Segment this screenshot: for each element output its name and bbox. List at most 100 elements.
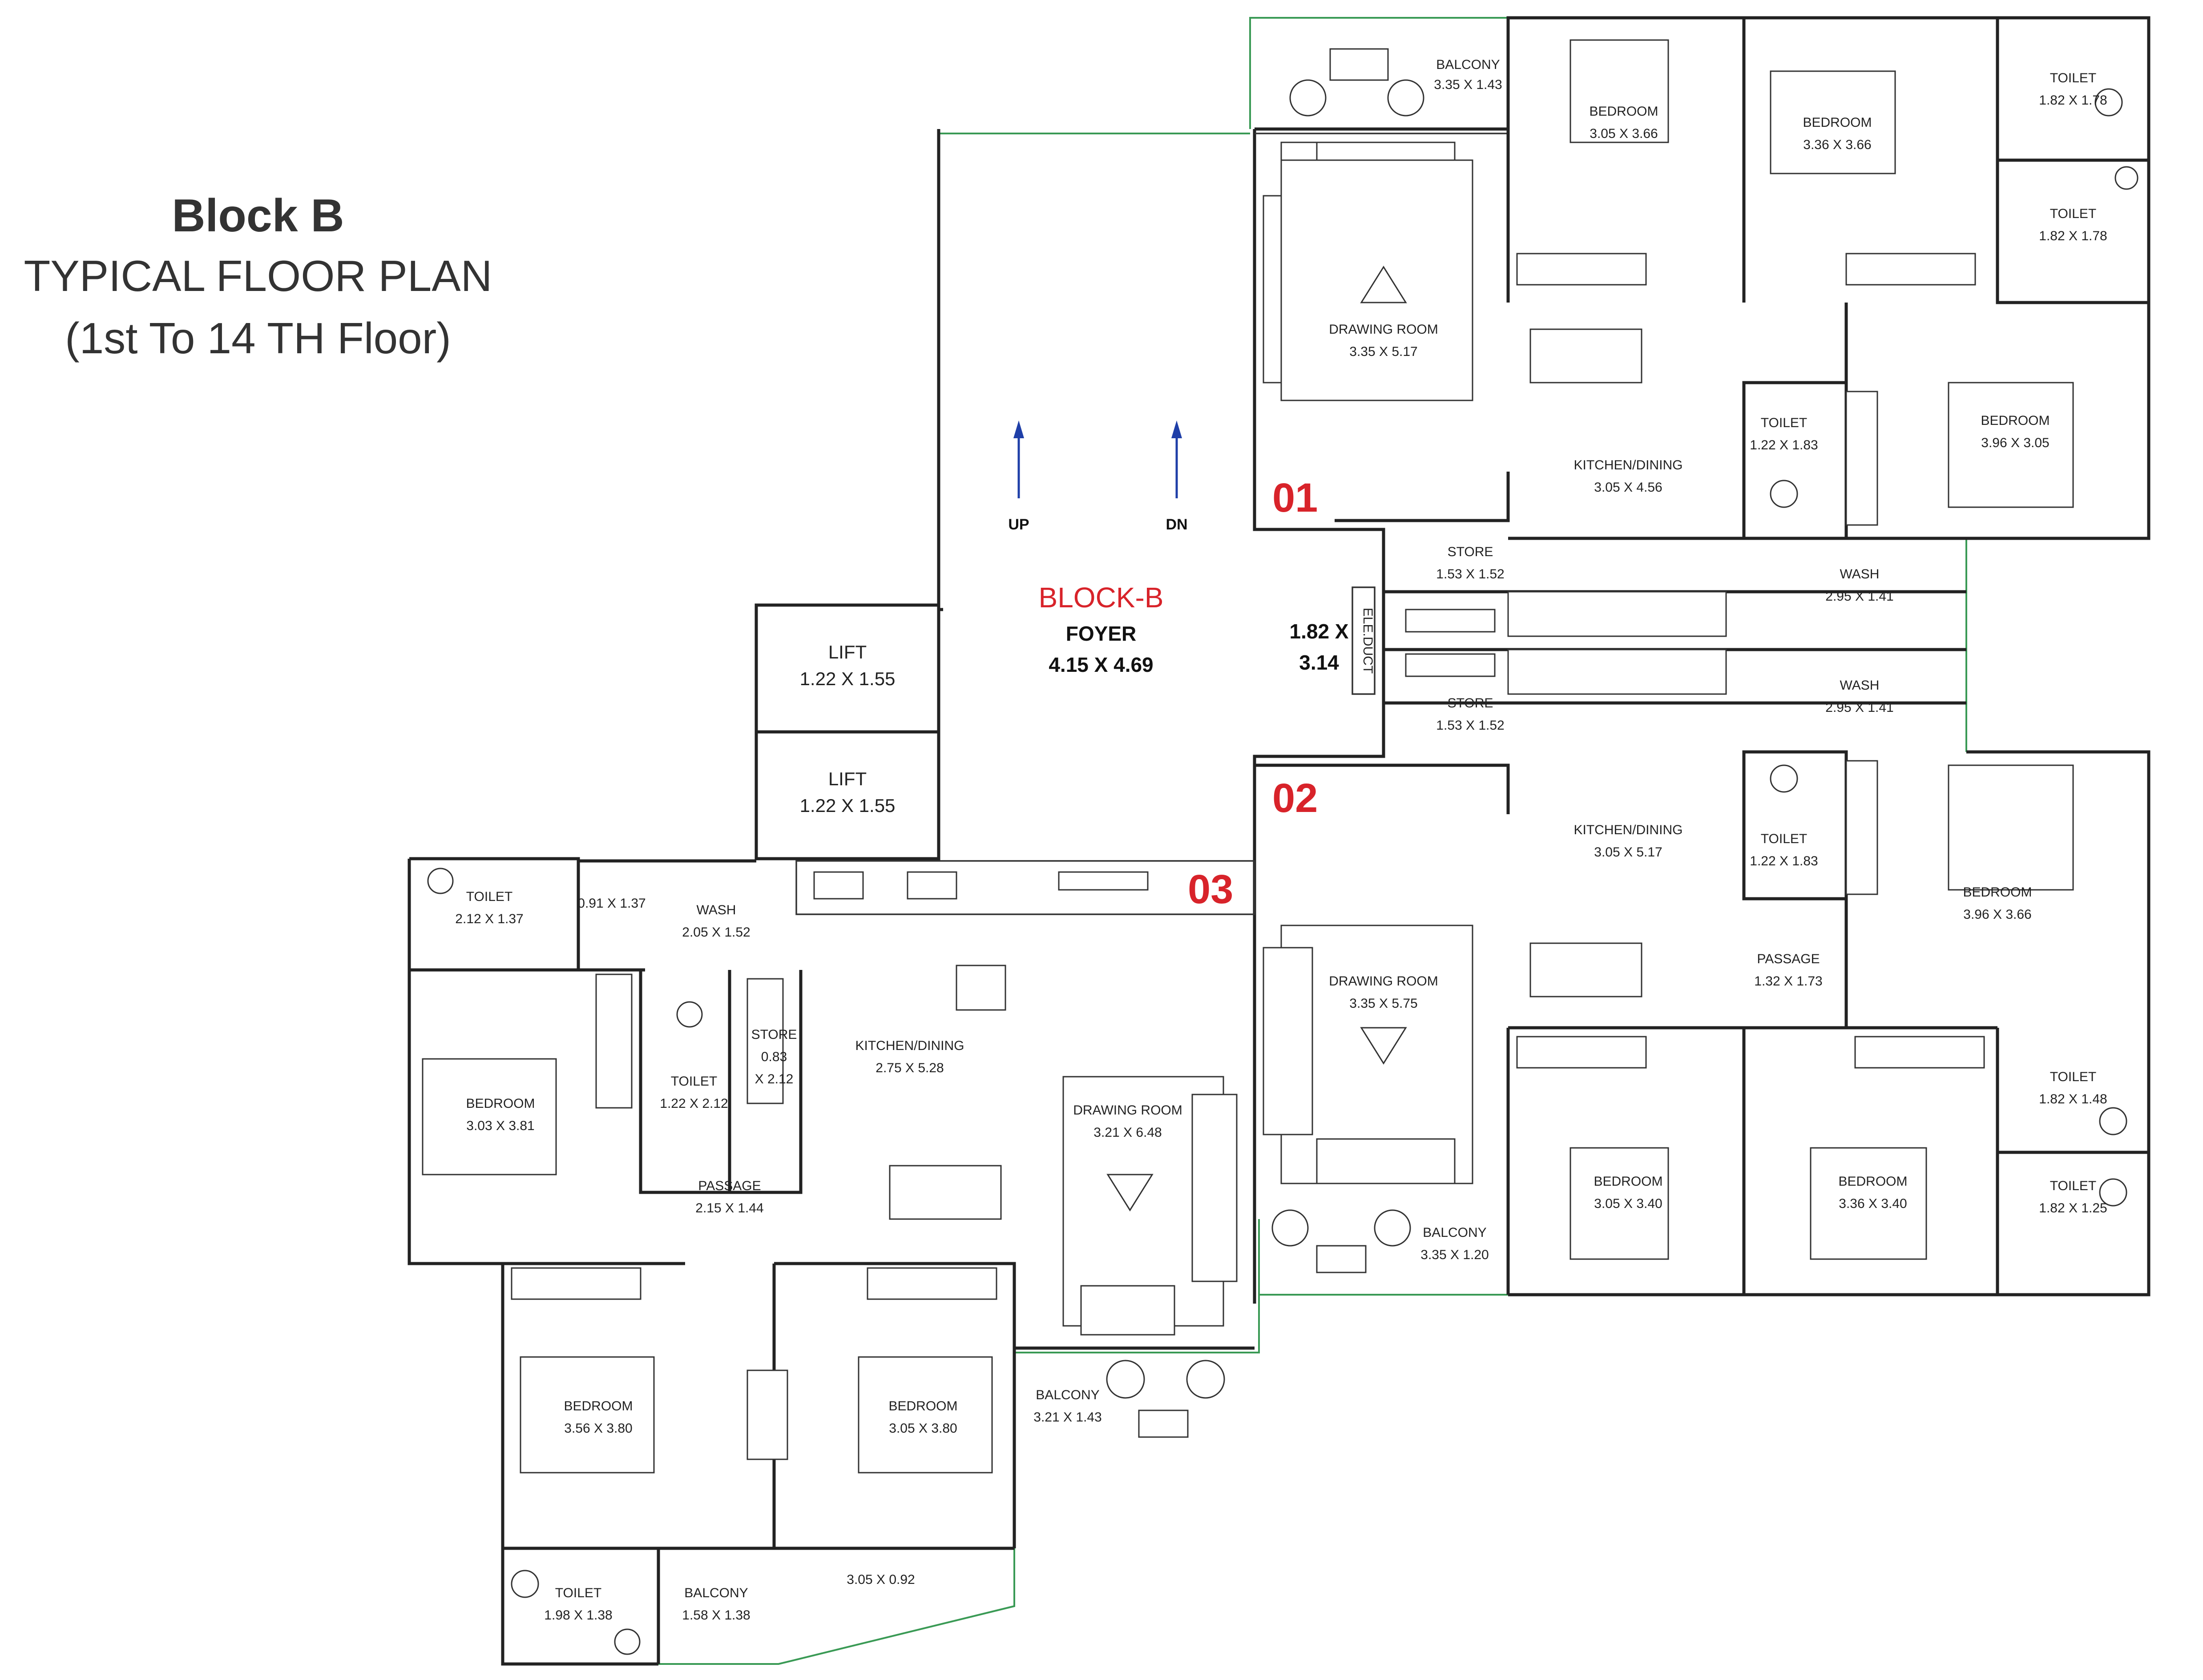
wc [427,868,454,894]
wardrobe [1845,760,1878,895]
u3-balcony2-ext-dim: 3.05 X 0.92 [847,1572,915,1587]
u1-toilet3-dim: 1.22 X 1.83 [1750,438,1818,452]
wardrobe [595,973,633,1109]
u1-bed3-dim: 3.96 X 3.05 [1981,436,2049,450]
u3-wash-dim: 2.05 X 1.52 [682,925,750,940]
lift-2-dim: 1.22 X 1.55 [800,795,896,816]
u2-toilet3-dim: 1.82 X 1.25 [2039,1201,2107,1216]
u2-store-dim: 1.53 X 1.52 [1436,718,1504,733]
u2-toilet2-dim: 1.82 X 1.48 [2039,1092,2107,1107]
duct-dim-2: 3.14 [1299,651,1339,674]
u3-bed1-dim: 3.03 X 3.81 [466,1119,534,1133]
u3-toilet2-dim: 1.22 X 2.12 [660,1096,728,1111]
u1-bed2-dim: 3.36 X 3.66 [1803,137,1871,152]
u3-store-dim2: X 2.12 [755,1072,794,1086]
u1-drawing-name: DRAWING ROOM [1329,322,1438,337]
balcony-chair [1186,1360,1225,1399]
u2-drawing-dim: 3.35 X 5.75 [1349,996,1417,1011]
u2-bed2-dim: 3.05 X 3.40 [1594,1196,1662,1211]
u3-kitchen-dim: 2.75 X 5.28 [876,1061,944,1075]
wardrobe [867,1267,997,1300]
bed [1570,1147,1669,1260]
lift-1-dim: 1.22 X 1.55 [800,668,896,689]
room-labels: BALCONY 3.35 X 1.43 BEDROOM 3.05 X 3.66 … [455,57,2107,1623]
sofa [1191,1094,1238,1282]
sofa [1316,1138,1456,1184]
wc [2094,88,2123,117]
u2-balcony-name: BALCONY [1423,1225,1486,1240]
u1-bed1-dim: 3.05 X 3.66 [1590,126,1658,141]
u2-drawing-name: DRAWING ROOM [1329,974,1438,989]
u1-kitchen-dim: 3.05 X 4.56 [1594,480,1662,495]
bed [1948,382,2074,508]
foyer-label: FOYER [1066,622,1136,645]
plan-title: TYPICAL FLOOR PLAN [24,251,492,300]
bed [1810,1147,1927,1260]
u3-wash-name: WASH [697,903,736,917]
store-shelf [1405,609,1496,633]
u1-bed3-name: BEDROOM [1981,413,2050,428]
dining-table [1529,942,1642,998]
u2-toilet3-name: TOILET [2050,1179,2096,1193]
u2-bed1-dim: 3.96 X 3.66 [1963,907,2031,922]
wc [1770,764,1798,793]
foyer-dim: 4.15 X 4.69 [1049,653,1153,676]
wardrobe [511,1267,642,1300]
u3-bed2-dim: 3.56 X 3.80 [564,1421,632,1436]
duct-label-group: ELE.DUCT [1352,586,1376,695]
u1-kitchen-name: KITCHEN/DINING [1574,458,1683,472]
wc [2099,1178,2127,1207]
u2-wash-name: WASH [1840,678,1880,693]
u1-toilet1-dim: 1.82 X 1.78 [2039,93,2107,108]
u2-kitchen-dim: 3.05 X 5.17 [1594,845,1662,860]
kitchen-counter [1507,591,1727,637]
u3-balcony1-dim: 3.21 X 1.43 [1033,1410,1102,1425]
u1-balcony-name: BALCONY [1436,57,1500,72]
wardrobe [746,1369,788,1460]
fridge [956,965,1006,1011]
walls [408,16,2151,1666]
u3-small-dim: 0.91 X 1.37 [577,896,646,911]
sink [813,871,864,900]
balcony-chair [1387,79,1424,117]
u1-bed2-name: BEDROOM [1803,115,1872,130]
u2-bed1-name: BEDROOM [1963,885,2032,900]
wardrobe [1845,253,1976,286]
counter [1058,871,1149,891]
center-table [1360,266,1407,303]
dining-table [889,1165,1002,1220]
u3-toilet1-dim: 2.12 X 1.37 [455,912,523,926]
u3-toilet3-dim: 1.98 X 1.38 [544,1608,612,1623]
balcony-table [1316,1245,1367,1273]
floors-subtitle: (1st To 14 TH Floor) [65,314,451,363]
u2-bed2-name: BEDROOM [1594,1174,1662,1189]
bed [520,1356,655,1474]
kitchen-counter [1507,649,1727,695]
hob [907,871,957,900]
u2-bed3-dim: 3.36 X 3.40 [1839,1196,1907,1211]
u1-store-dim: 1.53 X 1.52 [1436,567,1504,582]
unit-01-number: 01 [1272,475,1318,521]
dining-table [1529,328,1642,384]
washbasin [614,1628,641,1655]
wc [676,1001,703,1028]
wc [1770,480,1798,508]
u3-kitchen-name: KITCHEN/DINING [855,1038,964,1053]
u1-store-name: STORE [1448,545,1493,559]
u2-store-name: STORE [1448,696,1493,711]
center-table [1106,1174,1154,1212]
washbasin [2114,166,2138,190]
balcony-chair [1106,1360,1145,1399]
duct-label: ELE.DUCT [1360,608,1375,674]
u3-balcony2-dim: 1.58 X 1.38 [682,1608,750,1623]
u3-bed2-name: BEDROOM [564,1399,633,1413]
store-shelf [1405,653,1496,677]
wardrobe [1845,391,1878,526]
u2-kitchen-name: KITCHEN/DINING [1574,823,1683,837]
u2-toilet1-dim: 1.22 X 1.83 [1750,854,1818,868]
u3-toilet2-name: TOILET [671,1074,717,1089]
stair-up-label: UP [1008,516,1029,533]
u1-bed1-name: BEDROOM [1589,104,1658,119]
balcony-railings [578,17,1967,1665]
